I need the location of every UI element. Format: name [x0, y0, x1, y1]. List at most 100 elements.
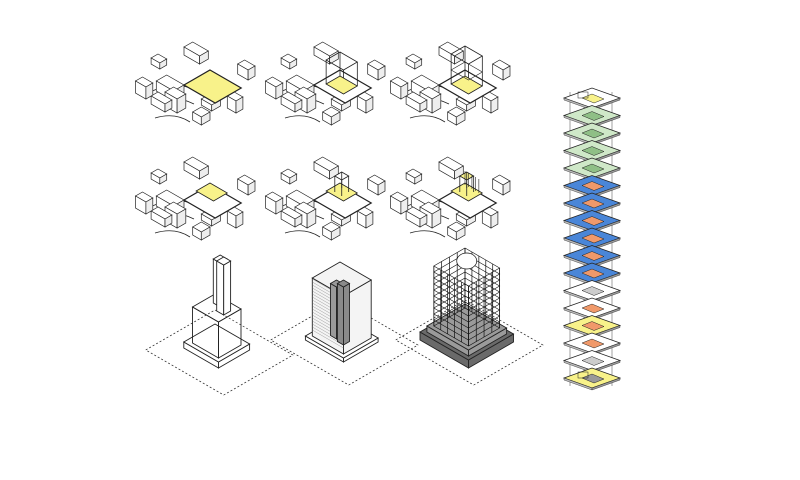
city-block-side	[365, 96, 374, 114]
city-block-side	[294, 214, 303, 228]
city-block-side	[159, 173, 168, 185]
city-block-side	[431, 208, 442, 229]
city-block-side	[294, 99, 303, 113]
tower-floor-2	[562, 105, 622, 128]
tower-floor-7	[562, 192, 622, 216]
city-block-side	[414, 173, 423, 185]
tower-floor-14	[562, 315, 622, 338]
tower-floor-15	[562, 332, 622, 356]
floor-program	[581, 216, 605, 226]
dome	[456, 252, 478, 270]
volume-base-highlight	[325, 75, 359, 95]
floor-core	[577, 91, 589, 99]
floor-program	[581, 303, 605, 314]
site-plot	[182, 69, 243, 104]
tower-b-top	[215, 256, 232, 266]
tower-shaded-b-top	[336, 279, 351, 288]
site-step-4	[134, 156, 256, 241]
tower-b-front	[216, 260, 225, 316]
city-block-side	[235, 96, 244, 114]
ground-plane	[394, 299, 544, 386]
city-block-side	[275, 82, 284, 100]
floor-program	[581, 163, 605, 174]
city-block-side	[164, 214, 173, 228]
tower-floor-17	[562, 367, 622, 391]
floor-program	[581, 286, 605, 296]
tower-floor-4	[562, 140, 622, 163]
site-plot	[312, 184, 373, 219]
road-line	[409, 115, 446, 123]
city-block-side	[454, 50, 464, 65]
city-block-side	[330, 226, 341, 241]
plinth-top	[182, 323, 251, 363]
city-block-side	[200, 226, 211, 241]
tower-shaded-b-side	[343, 282, 350, 346]
floor-program	[581, 321, 605, 331]
city-block-side	[289, 173, 298, 185]
tower-floor-12	[562, 280, 622, 303]
podium-frame-top	[191, 293, 242, 323]
ground-plane	[269, 299, 419, 386]
city-block-side	[275, 197, 284, 215]
floor-edge	[591, 377, 621, 391]
city-block-side	[176, 208, 187, 229]
tower-floor-3	[562, 122, 622, 146]
floor-program	[581, 146, 605, 156]
city-block-side	[490, 211, 499, 229]
volume-mid-level	[450, 61, 483, 81]
city-block-side	[330, 111, 341, 126]
tower-floor-16	[562, 350, 622, 373]
city-block-side	[164, 99, 173, 113]
floor-program	[581, 93, 605, 104]
city-block-side	[247, 180, 256, 196]
road-line	[154, 230, 191, 238]
city-block-side	[414, 58, 423, 70]
city-block-side	[431, 93, 442, 114]
city-block-side	[145, 197, 154, 215]
road-line	[284, 115, 321, 123]
site-plot	[437, 184, 498, 219]
city-block-side	[365, 211, 374, 229]
tower-shaded-b-front	[336, 282, 344, 346]
city-block-side	[400, 197, 409, 215]
city-block-side	[377, 180, 386, 196]
city-block-side	[377, 65, 386, 81]
site-step-5	[264, 156, 386, 241]
city-block-side	[419, 214, 428, 228]
city-block-side	[247, 65, 256, 81]
floor-program	[581, 198, 605, 209]
city-block-side	[176, 93, 187, 114]
tower-floor-1	[562, 87, 622, 111]
volume-base-highlight	[450, 75, 484, 95]
floor-program	[581, 268, 605, 279]
city-block-side	[235, 211, 244, 229]
road-line	[409, 230, 446, 238]
city-block-side	[199, 165, 209, 180]
site-step-2	[264, 41, 386, 126]
site-step-1	[134, 41, 256, 126]
city-block-side	[199, 50, 209, 65]
city-block-side	[502, 180, 511, 196]
site-step-3	[389, 41, 511, 126]
tower-b-side	[223, 260, 232, 316]
floor-program	[581, 338, 605, 349]
floor-program	[581, 181, 605, 191]
road-line	[284, 230, 321, 238]
podium-top-highlight	[195, 182, 229, 202]
tower-floor-11	[562, 262, 622, 286]
tower-floor-9	[562, 227, 622, 251]
site-steps-grid	[134, 41, 511, 241]
tower-floor-10	[562, 245, 622, 268]
massing-steps-row	[144, 247, 544, 396]
city-block-side	[490, 96, 499, 114]
road-line	[154, 115, 191, 123]
city-block-side	[400, 82, 409, 100]
ground-plane	[144, 309, 294, 396]
city-block-side	[455, 226, 466, 241]
site-step-6	[389, 156, 511, 241]
city-block-side	[289, 58, 298, 70]
tower-floor-6	[562, 175, 622, 198]
city-block-side	[306, 93, 317, 114]
city-block-side	[200, 111, 211, 126]
